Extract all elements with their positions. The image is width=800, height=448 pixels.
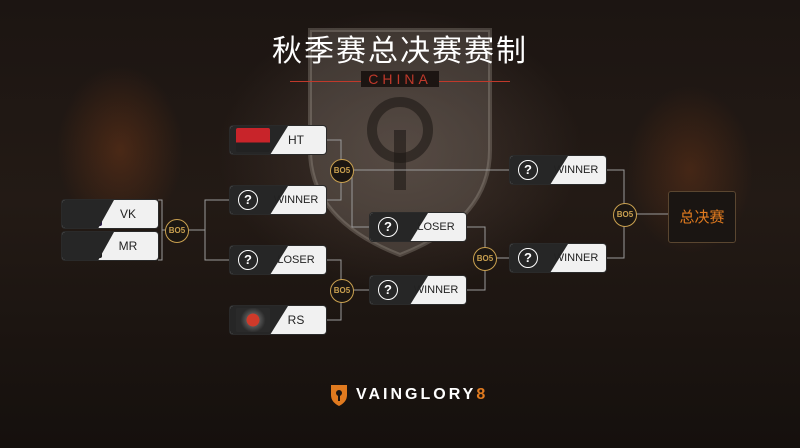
shield-watermark-icon <box>308 28 492 258</box>
bo5-badge: BO5 <box>473 247 497 271</box>
bo5-badge: BO5 <box>165 219 189 243</box>
bo5-badge: BO5 <box>330 159 354 183</box>
slot-upper-winner[interactable]: ? WINNER <box>510 156 606 184</box>
shield-logo-icon <box>331 385 347 406</box>
question-icon: ? <box>518 248 538 268</box>
slot-label: WINNER <box>553 164 599 176</box>
team-logo-icon <box>236 128 270 152</box>
slot-label: WINNER <box>553 252 599 264</box>
question-icon: ? <box>518 160 538 180</box>
team-name: HT <box>288 133 304 147</box>
question-icon: ? <box>238 250 258 270</box>
slot-lower-winner[interactable]: ? WINNER <box>510 244 606 272</box>
slot-mid-loser[interactable]: ? LOSER <box>370 213 466 241</box>
slot-r1-winner[interactable]: ? WINNER <box>230 186 326 214</box>
team-name: RS <box>287 313 305 327</box>
brand-number: 8 <box>476 386 489 403</box>
team-logo-icon <box>236 308 270 332</box>
bo5-badge: BO5 <box>613 203 637 227</box>
slot-label: WINNER <box>413 284 459 296</box>
slot-mid-winner[interactable]: ? WINNER <box>370 276 466 304</box>
page-title: 秋季赛总决赛赛制 <box>272 34 528 69</box>
team-slot-vk[interactable]: VK <box>62 200 158 228</box>
team-slot-mr[interactable]: MR <box>62 232 158 260</box>
slot-label: LOSER <box>277 254 315 266</box>
team-slot-ht[interactable]: HT <box>230 126 326 154</box>
brand-logo: VAINGLORY8 <box>330 380 488 410</box>
team-slot-rs[interactable]: RS <box>230 306 326 334</box>
team-name: MR <box>118 239 138 253</box>
slot-r1-loser[interactable]: ? LOSER <box>230 246 326 274</box>
question-icon: ? <box>378 280 398 300</box>
brand-name: VAINGLORY8 <box>356 386 488 404</box>
page-subtitle: CHINA <box>361 71 439 87</box>
brand-name-text: VAINGLORY <box>356 386 477 403</box>
slot-label: LOSER <box>417 221 455 233</box>
grand-final-box[interactable]: 总决赛 <box>668 191 736 243</box>
question-icon: ? <box>238 190 258 210</box>
bo5-badge: BO5 <box>330 279 354 303</box>
slot-label: WINNER <box>273 194 319 206</box>
team-name: VK <box>119 207 136 221</box>
question-icon: ? <box>378 217 398 237</box>
